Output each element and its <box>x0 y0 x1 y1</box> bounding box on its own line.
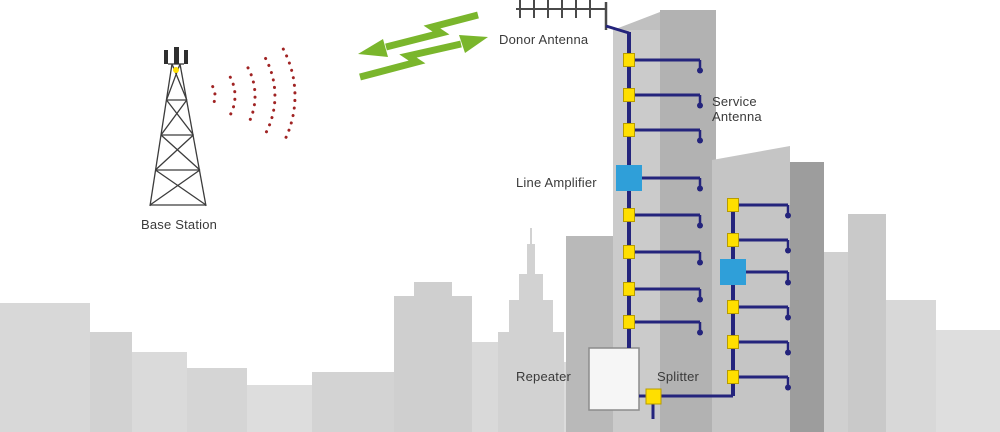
service-antenna-head <box>697 67 703 74</box>
tap-coupler <box>727 335 739 349</box>
label-repeater: Repeater <box>516 369 572 384</box>
donor-antenna <box>516 0 630 35</box>
tower-panel-antenna <box>184 50 188 64</box>
label-splitter: Splitter <box>657 369 700 384</box>
link-arrow-to-tower <box>385 11 479 51</box>
tap-coupler <box>623 208 635 222</box>
tap-coupler <box>623 88 635 102</box>
service-antenna-head <box>697 296 703 303</box>
radio-waves <box>211 47 297 145</box>
label-base-station: Base Station <box>141 217 218 232</box>
service-antenna-head <box>785 247 791 254</box>
second-building <box>712 146 824 432</box>
tap-coupler <box>727 233 739 247</box>
tap-coupler <box>727 370 739 384</box>
radio-wave-arc <box>228 75 237 117</box>
tower-panel-antenna <box>174 47 179 64</box>
radio-wave-arc <box>246 66 257 126</box>
service-antenna-head <box>785 314 791 321</box>
wireless-link-arrows <box>358 11 488 81</box>
line-amplifier-box <box>616 165 642 191</box>
service-antenna-head <box>697 102 703 109</box>
distribution-cabling <box>616 32 791 396</box>
service-antenna-head <box>785 279 791 286</box>
radio-wave-arc <box>281 47 297 145</box>
service-antenna-head <box>697 259 703 266</box>
label-line-amplifier: Line Amplifier <box>516 175 597 190</box>
base-station-tower <box>149 47 207 207</box>
city-skyline <box>0 214 1000 432</box>
tower-beacon <box>173 67 179 73</box>
line-amplifier-box <box>720 259 746 285</box>
tap-coupler <box>727 198 739 212</box>
spire-building <box>498 228 564 432</box>
link-arrow-to-building <box>359 40 462 81</box>
tap-coupler <box>623 315 635 329</box>
tap-coupler <box>623 53 635 67</box>
radio-wave-arc <box>211 85 217 107</box>
link-arrowhead-left <box>358 39 388 57</box>
service-antenna-head <box>697 185 703 192</box>
service-antenna-head <box>697 222 703 229</box>
tap-coupler <box>727 300 739 314</box>
tap-coupler <box>623 245 635 259</box>
label-service-antenna: Service Antenna <box>712 94 762 124</box>
tap-coupler <box>623 282 635 296</box>
service-antenna-head <box>785 212 791 219</box>
service-antenna-head <box>785 384 791 391</box>
link-arrowhead-right <box>459 35 488 53</box>
repeater-unit <box>588 347 640 411</box>
service-antenna-head <box>785 349 791 356</box>
tower-panel-antenna <box>164 50 168 64</box>
donor-feed-cable <box>605 24 630 35</box>
service-antenna-head <box>697 137 703 144</box>
service-antenna-head <box>697 329 703 336</box>
bottom-distribution <box>639 388 733 419</box>
tap-coupler <box>623 123 635 137</box>
splitter-box <box>645 388 662 405</box>
radio-wave-arc <box>264 57 277 135</box>
label-donor-antenna: Donor Antenna <box>499 32 589 47</box>
